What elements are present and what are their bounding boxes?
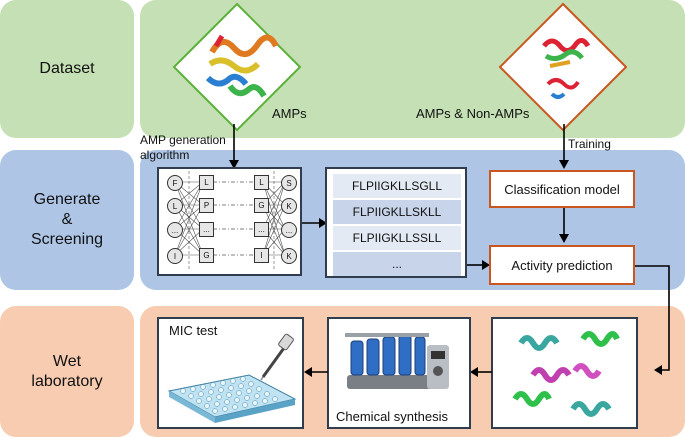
hidden-node: I (254, 248, 269, 263)
classification-to-activity-arrow (559, 208, 569, 243)
generative-network-box: F L ... I L P ... G L G ... I S K ... K (157, 167, 302, 276)
classification-model-box: Classification model (489, 170, 635, 208)
amps-protein-icon (172, 2, 302, 132)
peptide-helices-icon (512, 331, 620, 417)
amps-nonamps-protein-icon (498, 2, 628, 132)
hidden-node: P (199, 198, 214, 213)
activity-prediction-box: Activity prediction (489, 245, 635, 285)
microplate-pipette-icon (167, 333, 297, 423)
amps-nonamps-label: AMPs & Non-AMPs (416, 106, 530, 121)
input-node: F (167, 175, 183, 191)
training-arrow (559, 124, 569, 169)
chemical-synthesis-label: Chemical synthesis (336, 409, 448, 424)
hidden-node: ... (254, 222, 269, 237)
synthesizer-icon (345, 333, 449, 389)
row-label-generate: Generate & Screening (0, 150, 134, 290)
hidden-node: L (254, 175, 269, 190)
hidden-node: L (199, 175, 214, 190)
peptides-box (491, 317, 638, 429)
sequences-to-activity-arrow (467, 260, 490, 270)
sequence-item: FLPIIGKLLSKLL (333, 200, 461, 224)
output-node: S (281, 175, 297, 191)
row-label-wet: Wet laboratory (0, 306, 134, 437)
output-node: K (281, 198, 297, 214)
input-node: ... (167, 222, 183, 238)
generation-label: AMP generation algorithm (140, 133, 226, 162)
generated-sequences-box: FLPIIGKLLSGLL FLPIIGKLLSKLL FLPIIGKLLSSL… (325, 167, 467, 278)
row-label-dataset: Dataset (0, 0, 134, 138)
training-label: Training (568, 137, 611, 151)
input-node: I (167, 248, 183, 264)
peptides-to-synthesis-arrow (470, 367, 492, 377)
input-node: L (167, 198, 183, 214)
chemical-synthesis-box: Chemical synthesis (327, 317, 471, 429)
hidden-node: ... (199, 222, 214, 237)
synthesis-to-mic-arrow (304, 367, 328, 377)
mic-test-box: MIC test (157, 317, 304, 429)
generation-arrow (229, 124, 239, 169)
mic-test-label: MIC test (169, 323, 218, 338)
output-node: K (281, 248, 297, 264)
sequence-item: FLPIIGKLLSSLL (333, 226, 461, 250)
hidden-node: G (254, 198, 269, 213)
network-to-sequences-arrow (302, 218, 327, 228)
hidden-node: G (199, 248, 214, 263)
activity-to-peptides-arrow (635, 265, 670, 375)
amps-label: AMPs (272, 106, 307, 121)
sequence-item: FLPIIGKLLSGLL (333, 174, 461, 198)
output-node: ... (281, 222, 297, 238)
sequence-item: ... (333, 252, 461, 276)
